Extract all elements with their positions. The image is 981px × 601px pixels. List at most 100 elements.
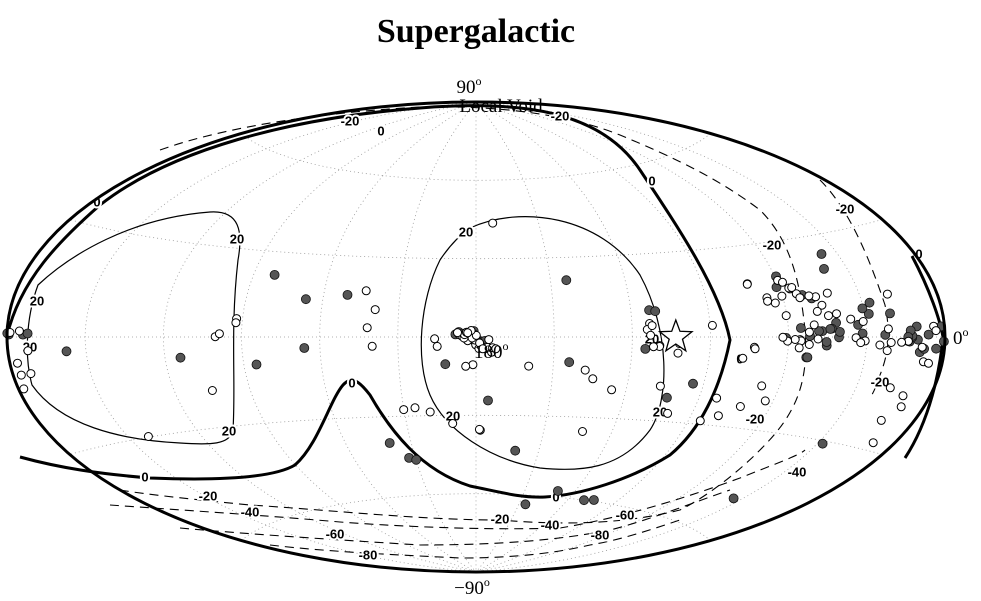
filled-data-point [579, 495, 589, 506]
open-data-point [896, 402, 906, 412]
open-data-point [882, 346, 892, 356]
chart-title: Supergalactic [377, 13, 575, 50]
open-data-point [448, 419, 458, 428]
open-data-point [430, 334, 440, 344]
open-data-point [897, 337, 907, 347]
filled-data-point [483, 395, 493, 406]
contour-line-level-20 [26, 211, 241, 445]
open-data-point [794, 343, 804, 353]
contour-label: -20 [763, 237, 782, 252]
south-pole-label: −90o [454, 575, 490, 599]
open-data-point [23, 346, 33, 356]
contour-label: 0 [915, 246, 922, 261]
open-data-point [695, 416, 705, 426]
open-data-point [763, 296, 773, 306]
filled-data-point [931, 343, 941, 354]
open-data-point [361, 286, 371, 296]
star-marker [657, 318, 694, 353]
open-data-point [898, 391, 908, 401]
meridian-line [319, 103, 473, 571]
open-data-point [738, 353, 748, 363]
open-data-point [770, 298, 780, 308]
open-data-point [735, 402, 745, 411]
open-data-point [663, 408, 673, 418]
contour-label: -40 [241, 504, 260, 519]
open-data-point [474, 424, 484, 434]
contour-line-level--60 [179, 489, 731, 546]
open-data-point [886, 338, 896, 347]
open-data-point [425, 407, 435, 417]
filled-data-point [923, 329, 934, 340]
open-data-point [832, 309, 841, 319]
filled-data-point [728, 493, 739, 504]
filled-data-point [821, 337, 832, 347]
open-data-point [781, 311, 791, 321]
filled-data-point [825, 324, 836, 334]
parallel-line [241, 133, 711, 181]
filled-data-point [440, 359, 451, 370]
open-data-point [399, 405, 409, 415]
lon-180-degree: o [503, 339, 509, 353]
contour-label: -20 [199, 488, 218, 503]
filled-data-point [553, 486, 563, 496]
filled-data-point [520, 499, 531, 510]
filled-data-point [299, 343, 310, 353]
open-data-point [757, 381, 767, 391]
open-data-point [742, 279, 752, 289]
open-data-point [367, 341, 377, 351]
contour-label: -60 [616, 507, 635, 522]
south-pole-value: −90 [454, 578, 484, 599]
open-data-point [646, 330, 656, 340]
open-data-point [13, 358, 22, 368]
open-data-point [876, 415, 886, 425]
open-data-point [649, 342, 658, 352]
contour-label: 0 [348, 375, 355, 390]
open-data-point [143, 432, 153, 441]
contour-label: -80 [591, 527, 610, 542]
open-data-point [713, 411, 723, 421]
filled-data-point [300, 294, 311, 305]
open-data-point [491, 344, 501, 354]
open-data-point [882, 289, 892, 299]
open-data-point [14, 326, 24, 336]
filled-data-point [796, 323, 806, 333]
lon-zero-label: 0o [953, 325, 969, 349]
filled-data-point [864, 297, 875, 308]
open-data-point [824, 311, 833, 321]
contour-label: -40 [788, 464, 807, 479]
contour-label: 0 [93, 194, 100, 209]
contour-label: -20 [871, 374, 890, 389]
filled-data-point [61, 346, 72, 357]
open-data-point [777, 291, 787, 301]
meridian-line [479, 103, 633, 571]
open-data-point [883, 324, 893, 334]
contour-label: -20 [551, 108, 570, 123]
contour-label: 20 [230, 231, 244, 246]
filled-data-point [251, 359, 262, 370]
open-data-point [580, 365, 590, 375]
filled-data-point [802, 352, 813, 363]
filled-data-point [175, 352, 186, 363]
open-data-point [524, 361, 534, 371]
open-data-point [778, 277, 787, 287]
data-points [2, 218, 949, 510]
parallel-line [69, 414, 883, 455]
open-data-point [484, 335, 494, 345]
lon-180-label: 180o [474, 339, 509, 363]
contour-line-level-0 [5, 104, 732, 499]
north-pole-label: 90o [457, 74, 482, 98]
open-data-point [885, 383, 895, 393]
open-data-point [478, 344, 488, 354]
filled-data-point [564, 357, 575, 368]
contour-label: 0 [648, 173, 655, 188]
lon-zero-value: 0 [953, 328, 963, 349]
north-pole-value: 90 [457, 77, 476, 98]
open-data-point [846, 314, 856, 324]
open-data-point [207, 386, 217, 395]
open-data-point [488, 218, 498, 228]
open-data-point [712, 393, 722, 403]
open-data-point [804, 340, 814, 349]
contour-label: 0 [552, 489, 559, 504]
open-data-point [760, 396, 770, 406]
